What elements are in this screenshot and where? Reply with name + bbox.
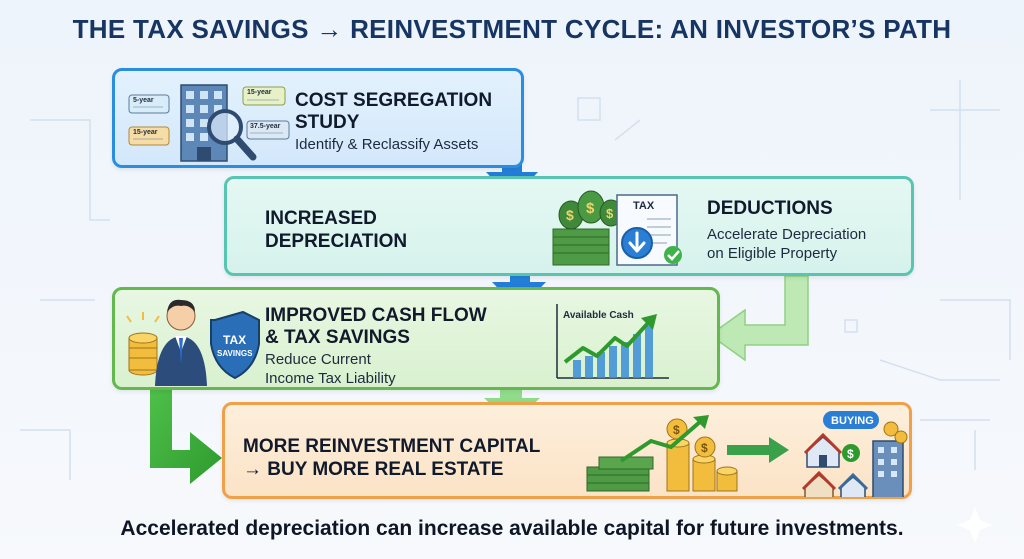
cash-flow-subtitle-line1: Reduce Current (265, 351, 371, 368)
svg-text:$: $ (606, 206, 614, 221)
cash-flow-heading-line2: & TAX SAVINGS (265, 327, 410, 348)
deductions-subtitle-line1: Accelerate Depreciation (707, 226, 867, 243)
cash-flow-subtitle-line2: Income Tax Liability (265, 370, 396, 387)
arrow-deductions-to-cashflow (708, 275, 809, 362)
svg-text:$: $ (586, 200, 595, 217)
available-cash-chart-icon: Available Cash (556, 304, 669, 379)
deductions-subtitle-line2: on Eligible Property (707, 245, 838, 262)
forward-arrow-icon (727, 437, 789, 463)
tag-37-5-year: 37.5-year (250, 123, 281, 130)
depreciation-heading-line1: INCREASED (265, 208, 377, 229)
step-cash-flow-card: TAX SAVINGS IMPROVED CASH FLOW & TAX SAV… (112, 287, 720, 390)
tag-5-year: 5-year (133, 97, 154, 104)
available-cash-label: Available Cash (563, 310, 634, 321)
cost-seg-subtitle: Identify & Reclassify Assets (295, 136, 479, 153)
svg-text:$: $ (566, 207, 574, 223)
investor-tax-savings-icon: TAX SAVINGS (126, 299, 260, 386)
buying-houses-icon: BUYING $ (801, 411, 908, 497)
money-tax-form-icon: $ $ $ TAX (552, 190, 682, 266)
step-reinvest-card: MORE REINVESTMENT CAPITAL → BUY MORE REA… (222, 402, 912, 499)
svg-text:$: $ (673, 423, 680, 437)
svg-text:$: $ (701, 441, 708, 455)
arrow-cashflow-to-reinvest (150, 388, 222, 484)
shield-badge-line1: TAX (223, 333, 246, 347)
shield-badge-line2: SAVINGS (217, 349, 253, 358)
cost-seg-heading-line1: COST SEGREGATION (295, 90, 493, 111)
tag-15-year-b: 15-year (247, 89, 272, 96)
reinvest-heading-line2: → BUY MORE REAL ESTATE (243, 459, 504, 480)
reinvest-heading-line1: MORE REINVESTMENT CAPITAL (243, 436, 541, 457)
cost-seg-heading-line2: STUDY (295, 112, 360, 133)
tax-form-label: TAX (633, 200, 655, 212)
step-depreciation-card: INCREASED DEPRECIATION $ $ $ TAX DEDUCTI… (224, 176, 914, 276)
depreciation-heading-line2: DEPRECIATION (265, 231, 408, 252)
step-cost-segregation-card: 5-year 15-year 15-year 37.5-year COST SE… (112, 68, 524, 168)
cash-flow-heading-line1: IMPROVED CASH FLOW (265, 305, 487, 326)
page-title: THE TAX SAVINGS → REINVESTMENT CYCLE: AN… (72, 14, 952, 44)
svg-text:$: $ (847, 447, 854, 461)
building-magnifier-icon: 5-year 15-year 15-year 37.5-year (128, 84, 290, 162)
deductions-heading: DEDUCTIONS (707, 198, 833, 219)
footer-caption: Accelerated depreciation can increase av… (120, 517, 904, 540)
buying-label: BUYING (831, 415, 874, 427)
tag-15-year-a: 15-year (133, 129, 158, 136)
money-coins-growth-icon: $ $ (586, 415, 738, 492)
